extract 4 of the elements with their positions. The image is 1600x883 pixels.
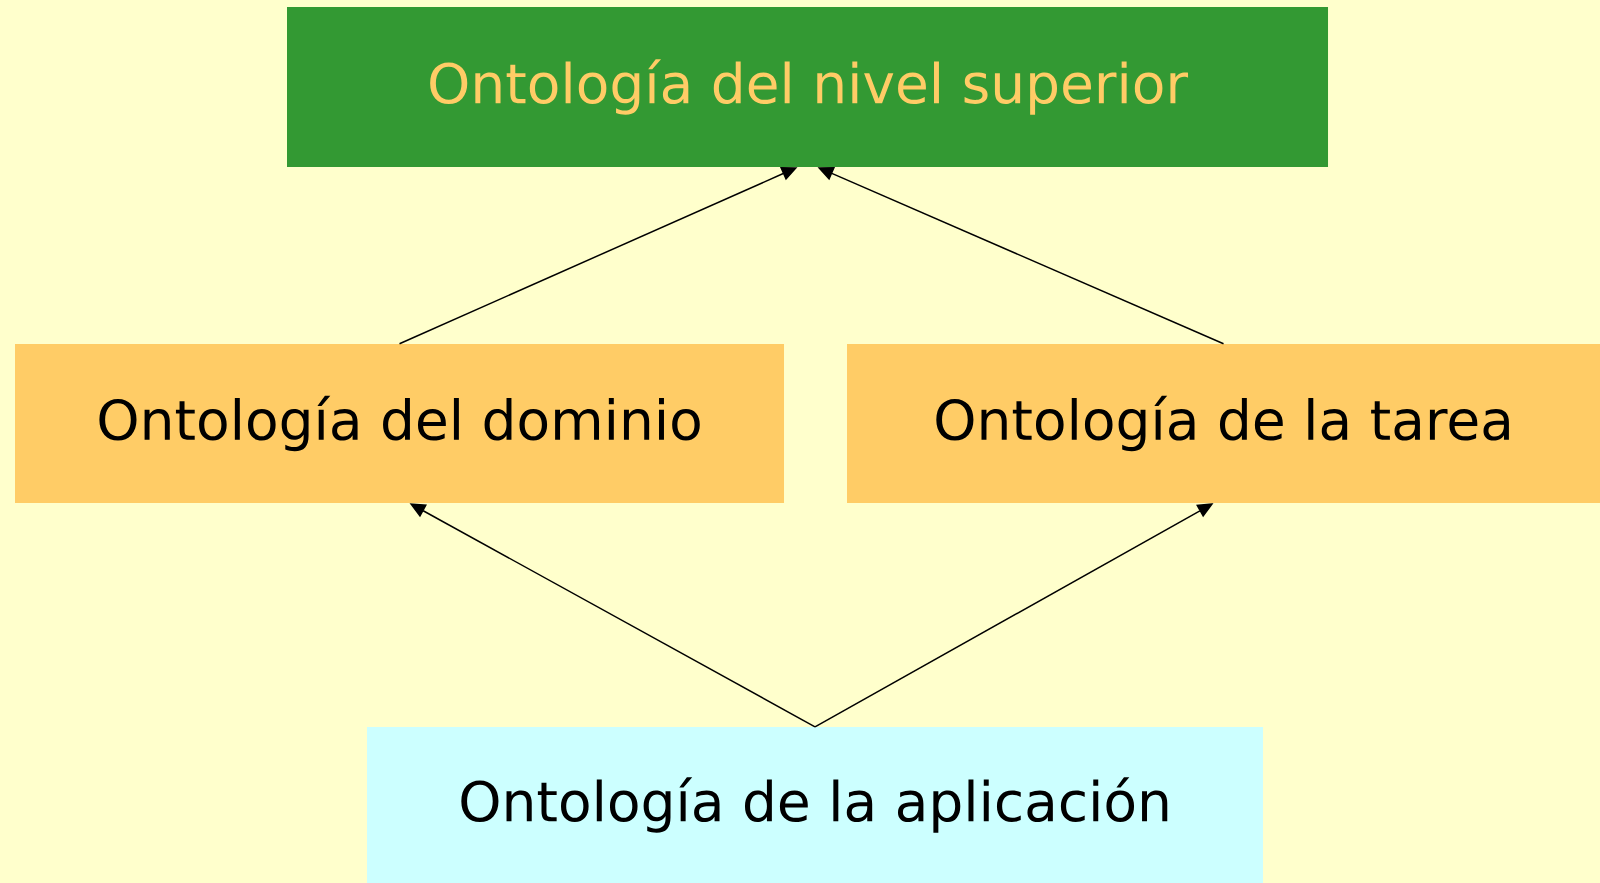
ontology-box: Ontología de la tarea: [847, 344, 1600, 503]
ontology-box: Ontología del nivel superior: [287, 7, 1328, 167]
ontology-box: Ontología del dominio: [15, 344, 784, 503]
ontology-box: Ontología de la aplicación: [367, 727, 1263, 883]
